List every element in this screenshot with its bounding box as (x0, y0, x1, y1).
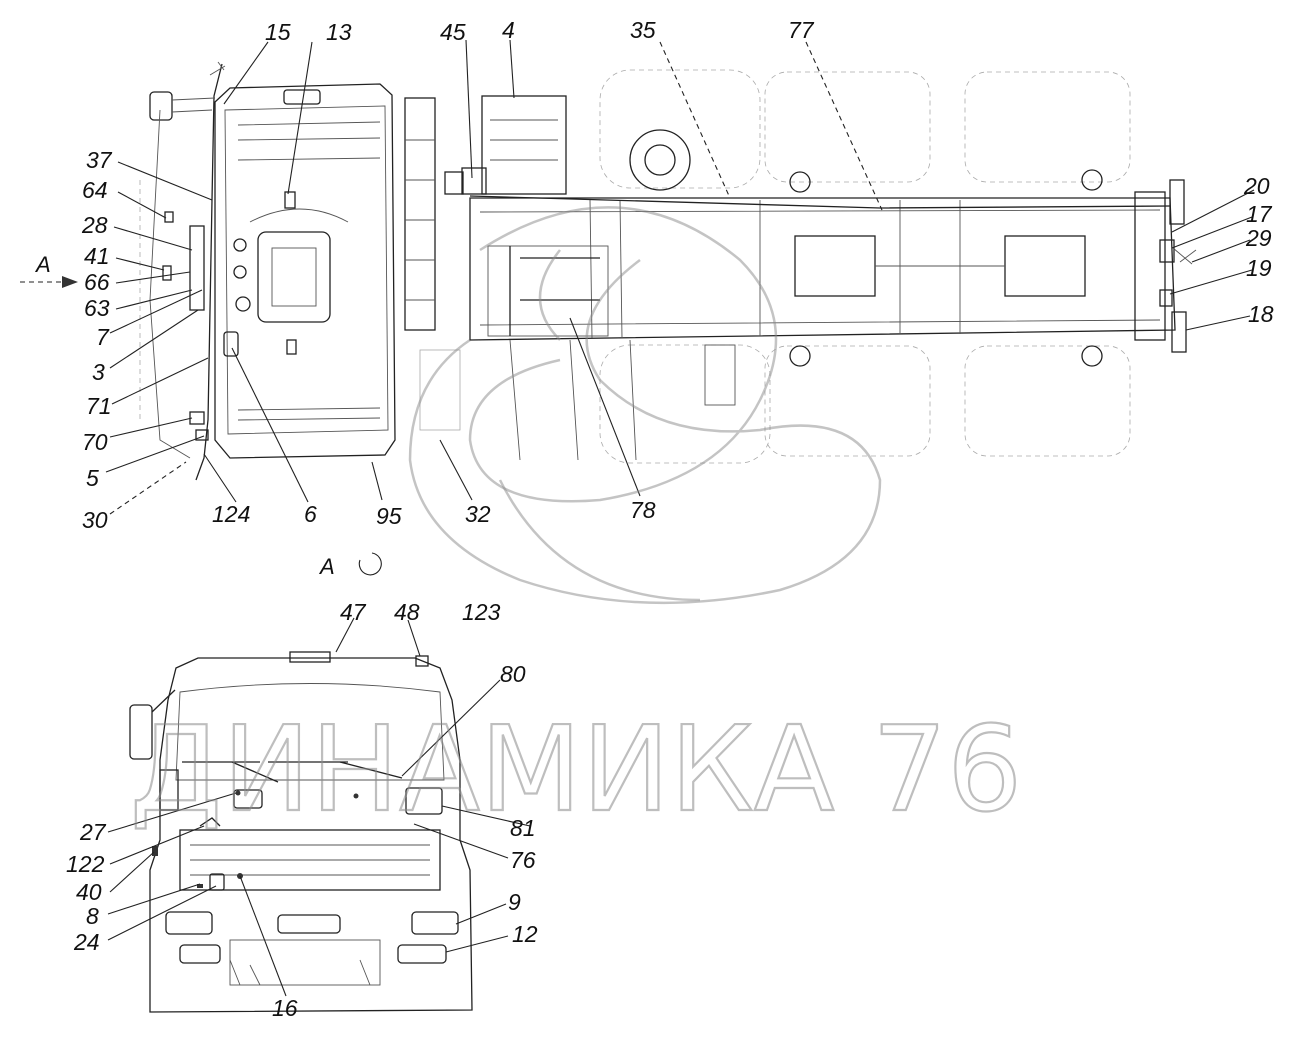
callout-45: 45 (440, 19, 466, 45)
callout-19: 19 (1246, 255, 1272, 281)
leader-lines (105, 39, 1255, 997)
callout-80: 80 (500, 661, 526, 687)
callout-64: 64 (82, 177, 108, 203)
callout-77: 77 (788, 17, 815, 43)
callout-47: 47 (340, 599, 367, 625)
callout-29: 29 (1245, 225, 1272, 251)
callout-123: 123 (462, 599, 501, 625)
wheels-phantom (419, 69, 1131, 464)
top-view-drawing (139, 61, 1197, 481)
callout-18: 18 (1248, 301, 1274, 327)
radiator-block (404, 95, 567, 331)
chassis-frame (469, 179, 1197, 353)
callout-81: 81 (510, 815, 536, 841)
callout-16: 16 (272, 995, 298, 1021)
callout-20: 20 (1243, 173, 1270, 199)
callout-35: 35 (630, 17, 656, 43)
watermark: ДИНАМИКА 76 (129, 206, 1023, 839)
cab-outline (214, 83, 396, 459)
callout-71: 71 (86, 393, 112, 419)
callout-122: 122 (66, 851, 105, 877)
callout-66: 66 (84, 269, 110, 295)
view-arrow-label: A (34, 252, 51, 277)
callout-7: 7 (96, 324, 110, 350)
callout-27: 27 (79, 819, 107, 845)
callout-24: 24 (73, 929, 100, 955)
callout-5: 5 (86, 465, 99, 491)
callout-6: 6 (304, 501, 317, 527)
callout-12: 12 (512, 921, 538, 947)
callout-9: 9 (508, 889, 521, 915)
callout-63: 63 (84, 295, 110, 321)
callout-48: 48 (394, 599, 420, 625)
callout-13: 13 (326, 19, 352, 45)
callout-8: 8 (86, 903, 99, 929)
view-a-arrow: A A (20, 252, 382, 579)
front-view-drawing (129, 651, 473, 1013)
callout-37: 37 (86, 147, 113, 173)
callout-28: 28 (81, 212, 108, 238)
callout-95: 95 (376, 503, 402, 529)
callout-numbers: 15 13 45 4 35 77 37 64 28 41 66 63 7 3 7… (66, 17, 1274, 1021)
callout-70: 70 (82, 429, 108, 455)
callout-124: 124 (212, 501, 250, 527)
callout-78: 78 (630, 497, 656, 523)
watermark-text: ДИНАМИКА 76 (130, 700, 1022, 838)
front-harness (139, 61, 226, 481)
callout-76: 76 (510, 847, 536, 873)
callout-17: 17 (1246, 201, 1273, 227)
callout-32: 32 (465, 501, 491, 527)
callout-41: 41 (84, 243, 110, 269)
callout-30: 30 (82, 507, 108, 533)
view-title-label: A (318, 554, 335, 579)
callout-40: 40 (76, 879, 102, 905)
callout-4: 4 (502, 17, 515, 43)
callout-15: 15 (265, 19, 291, 45)
watermark-logo (408, 206, 882, 605)
callout-3: 3 (92, 359, 105, 385)
